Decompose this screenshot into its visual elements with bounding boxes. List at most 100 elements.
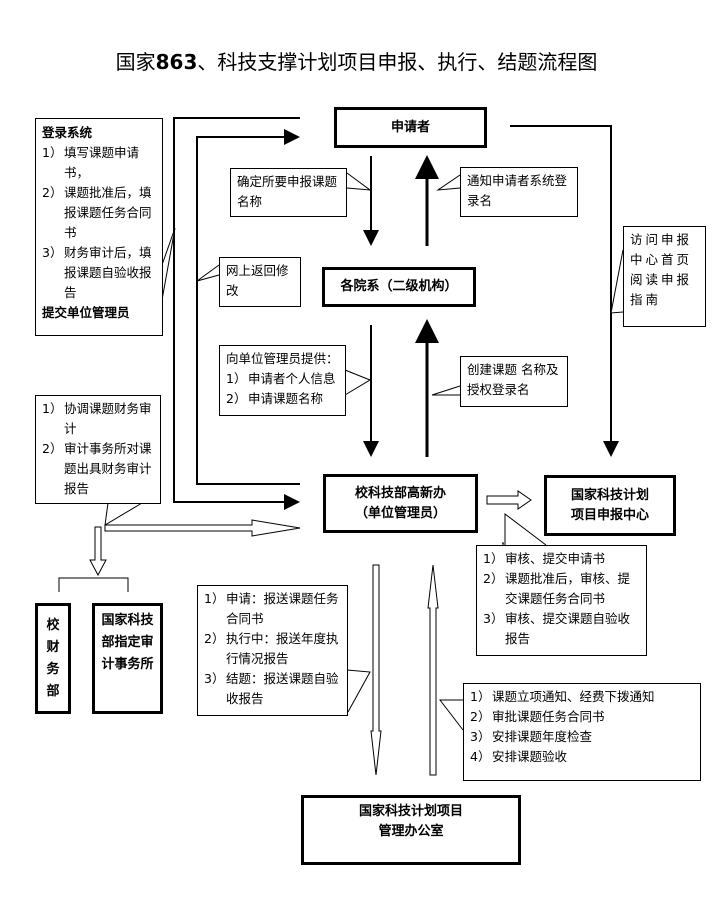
item-number: 1）	[42, 145, 63, 160]
arrow-applicant-center	[510, 125, 619, 457]
item-text: 课题批准后，审核、提交课题任务合同书	[505, 571, 631, 606]
item-text: 安排课题验收	[492, 749, 568, 764]
item-number: 1）	[483, 551, 504, 566]
list-item: 3）财务审计后，填报课题自验收报告	[42, 243, 156, 303]
pointer-return	[196, 264, 220, 282]
pointer-review-tail	[504, 512, 547, 546]
list-item: 1）审核、提交申请书	[483, 549, 640, 569]
pointer-audit	[104, 502, 143, 526]
note-submit-reports: 1）申请：报送课题任务合同书 2）执行中：报送年度执行情况报告 3）结题：报送课…	[197, 585, 348, 716]
node-application-center: 国家科技计划项目申报中心	[544, 475, 676, 536]
item-text: 申请课题名称	[248, 391, 324, 406]
item-text: 课题立项通知、经费下拨通知	[492, 689, 655, 704]
item-number: 1）	[226, 371, 247, 386]
pointer-approve	[438, 699, 464, 731]
item-text: 审计事务所对课题出具财务审计报告	[64, 441, 152, 496]
list-item: 2）执行中：报送年度执行情况报告	[204, 629, 341, 669]
title-suffix: 、科技支撑计划项目申报、执行、结题流程图	[197, 50, 598, 74]
note-visit-center: 访问申报中心首页阅读申报指南	[623, 226, 706, 327]
pointer-visit	[610, 249, 624, 314]
item-number: 2）	[483, 571, 504, 586]
note-text: 通知申请者系统登录名	[467, 173, 568, 208]
node-department: 各院系（二级机构）	[322, 267, 476, 307]
item-number: 2）	[226, 391, 247, 406]
list-item: 1）协调课题财务审计	[42, 399, 154, 439]
node-department-label: 各院系（二级机构）	[340, 279, 458, 294]
note-text: 网上返回修改	[226, 263, 289, 298]
bracket	[58, 577, 129, 592]
list-item: 2）申请课题名称	[226, 389, 339, 409]
title-number: 863	[155, 50, 198, 74]
hollow-arrow-down-office	[370, 564, 382, 776]
note-review-submit: 1）审核、提交申请书 2）课题批准后，审核、提交课题任务合同书 3）审核、提交课…	[476, 545, 647, 656]
list-item: 3）安排课题年度检查	[470, 727, 694, 747]
pointer-confirm	[346, 172, 372, 191]
node-applicant: 申请者	[334, 107, 487, 148]
title-prefix: 国家	[115, 50, 156, 74]
list-item: 1）申请者个人信息	[226, 369, 339, 389]
item-text: 财务审计后，填报课题自验收报告	[64, 245, 152, 300]
loop-outer-line	[173, 117, 300, 510]
node-applicant-label: 申请者	[390, 119, 430, 135]
item-number: 1）	[42, 401, 63, 416]
note-text: 访问申报中心首页阅读申报指南	[630, 232, 693, 307]
list-item: 2）课题批准后，填报课题任务合同书	[42, 183, 156, 243]
list-item: 2）课题批准后，审核、提交课题任务合同书	[483, 569, 640, 609]
item-number: 1）	[204, 591, 225, 606]
item-text: 执行中：报送年度执行情况报告	[226, 631, 339, 666]
node-finance-label: 校财务部	[46, 617, 60, 699]
node-office-line2: 管理办公室	[378, 824, 444, 839]
item-number: 2）	[42, 441, 63, 456]
node-finance: 校财务部	[35, 603, 71, 714]
item-number: 3）	[204, 671, 225, 686]
note-financial-audit: 1）协调课题财务审计 2）审计事务所对课题出具财务审计报告	[35, 395, 161, 504]
note-login-heading: 登录系统	[42, 125, 93, 140]
item-text: 申请者个人信息	[248, 371, 336, 386]
item-number: 3）	[470, 729, 491, 744]
item-text: 协调课题财务审计	[64, 401, 152, 436]
note-return-modify: 网上返回修改	[219, 257, 301, 307]
note-confirm-topic: 确定所要申报课题名称	[230, 168, 347, 217]
list-item: 2）审计事务所对课题出具财务审计报告	[42, 439, 154, 499]
page-title: 国家863、科技支撑计划项目申报、执行、结题流程图	[0, 46, 713, 75]
node-management-office: 国家科技计划项目管理办公室	[301, 795, 521, 865]
note-login-system: 登录系统 1）填写课题申请书， 2）课题批准后，填报课题任务合同书 3）财务审计…	[35, 118, 163, 336]
pointer-login	[161, 227, 176, 301]
list-item: 3）结题：报送课题自验收报告	[204, 669, 341, 709]
list-item: 4）安排课题验收	[470, 747, 694, 767]
list-item: 3）审核、提交课题自验收报告	[483, 609, 640, 649]
pointer-review	[502, 542, 504, 545]
list-item: 2）审批课题任务合同书	[470, 707, 694, 727]
item-number: 3）	[42, 245, 63, 260]
note-notify-login: 通知申请者系统登录名	[460, 167, 578, 217]
list-item: 1）申请：报送课题任务合同书	[204, 589, 341, 629]
hollow-arrow-audit-admin	[104, 519, 301, 537]
item-number: 1）	[470, 689, 491, 704]
item-number: 4）	[470, 749, 491, 764]
item-text: 结题：报送课题自验收报告	[226, 671, 339, 706]
item-number: 2）	[204, 631, 225, 646]
node-center-line2: 项目申报中心	[570, 507, 649, 523]
loop-inner-line	[196, 129, 300, 485]
pointer-notify	[436, 174, 461, 191]
pointer-submit	[346, 669, 371, 713]
item-text: 申请：报送课题任务合同书	[226, 591, 339, 626]
node-admin-line1: 校科技部高新办	[354, 485, 446, 501]
item-text: 安排课题年度检查	[492, 729, 593, 744]
note-provide-heading: 向单位管理员提供：	[226, 351, 339, 366]
node-center-line1: 国家科技计划	[570, 487, 649, 503]
hollow-arrow-up-admin	[427, 564, 439, 776]
node-auditor: 国家科技部指定审计事务所	[92, 603, 163, 714]
node-admin-line2: （单位管理员）	[354, 505, 446, 521]
item-text: 审核、提交课题自验收报告	[505, 611, 631, 646]
item-text: 课题批准后，填报课题任务合同书	[64, 185, 152, 240]
list-item: 1）课题立项通知、经费下拨通知	[470, 687, 694, 707]
item-text: 审批课题任务合同书	[492, 709, 605, 724]
note-text: 创建课题 名称及授权登录名	[467, 362, 559, 397]
pointer-provide	[344, 369, 372, 396]
note-login-footer: 提交单位管理员	[42, 305, 130, 320]
note-create-topic: 创建课题 名称及授权登录名	[460, 356, 568, 407]
node-unit-admin: 校科技部高新办 （单位管理员）	[323, 474, 478, 533]
item-number: 2）	[42, 185, 63, 200]
